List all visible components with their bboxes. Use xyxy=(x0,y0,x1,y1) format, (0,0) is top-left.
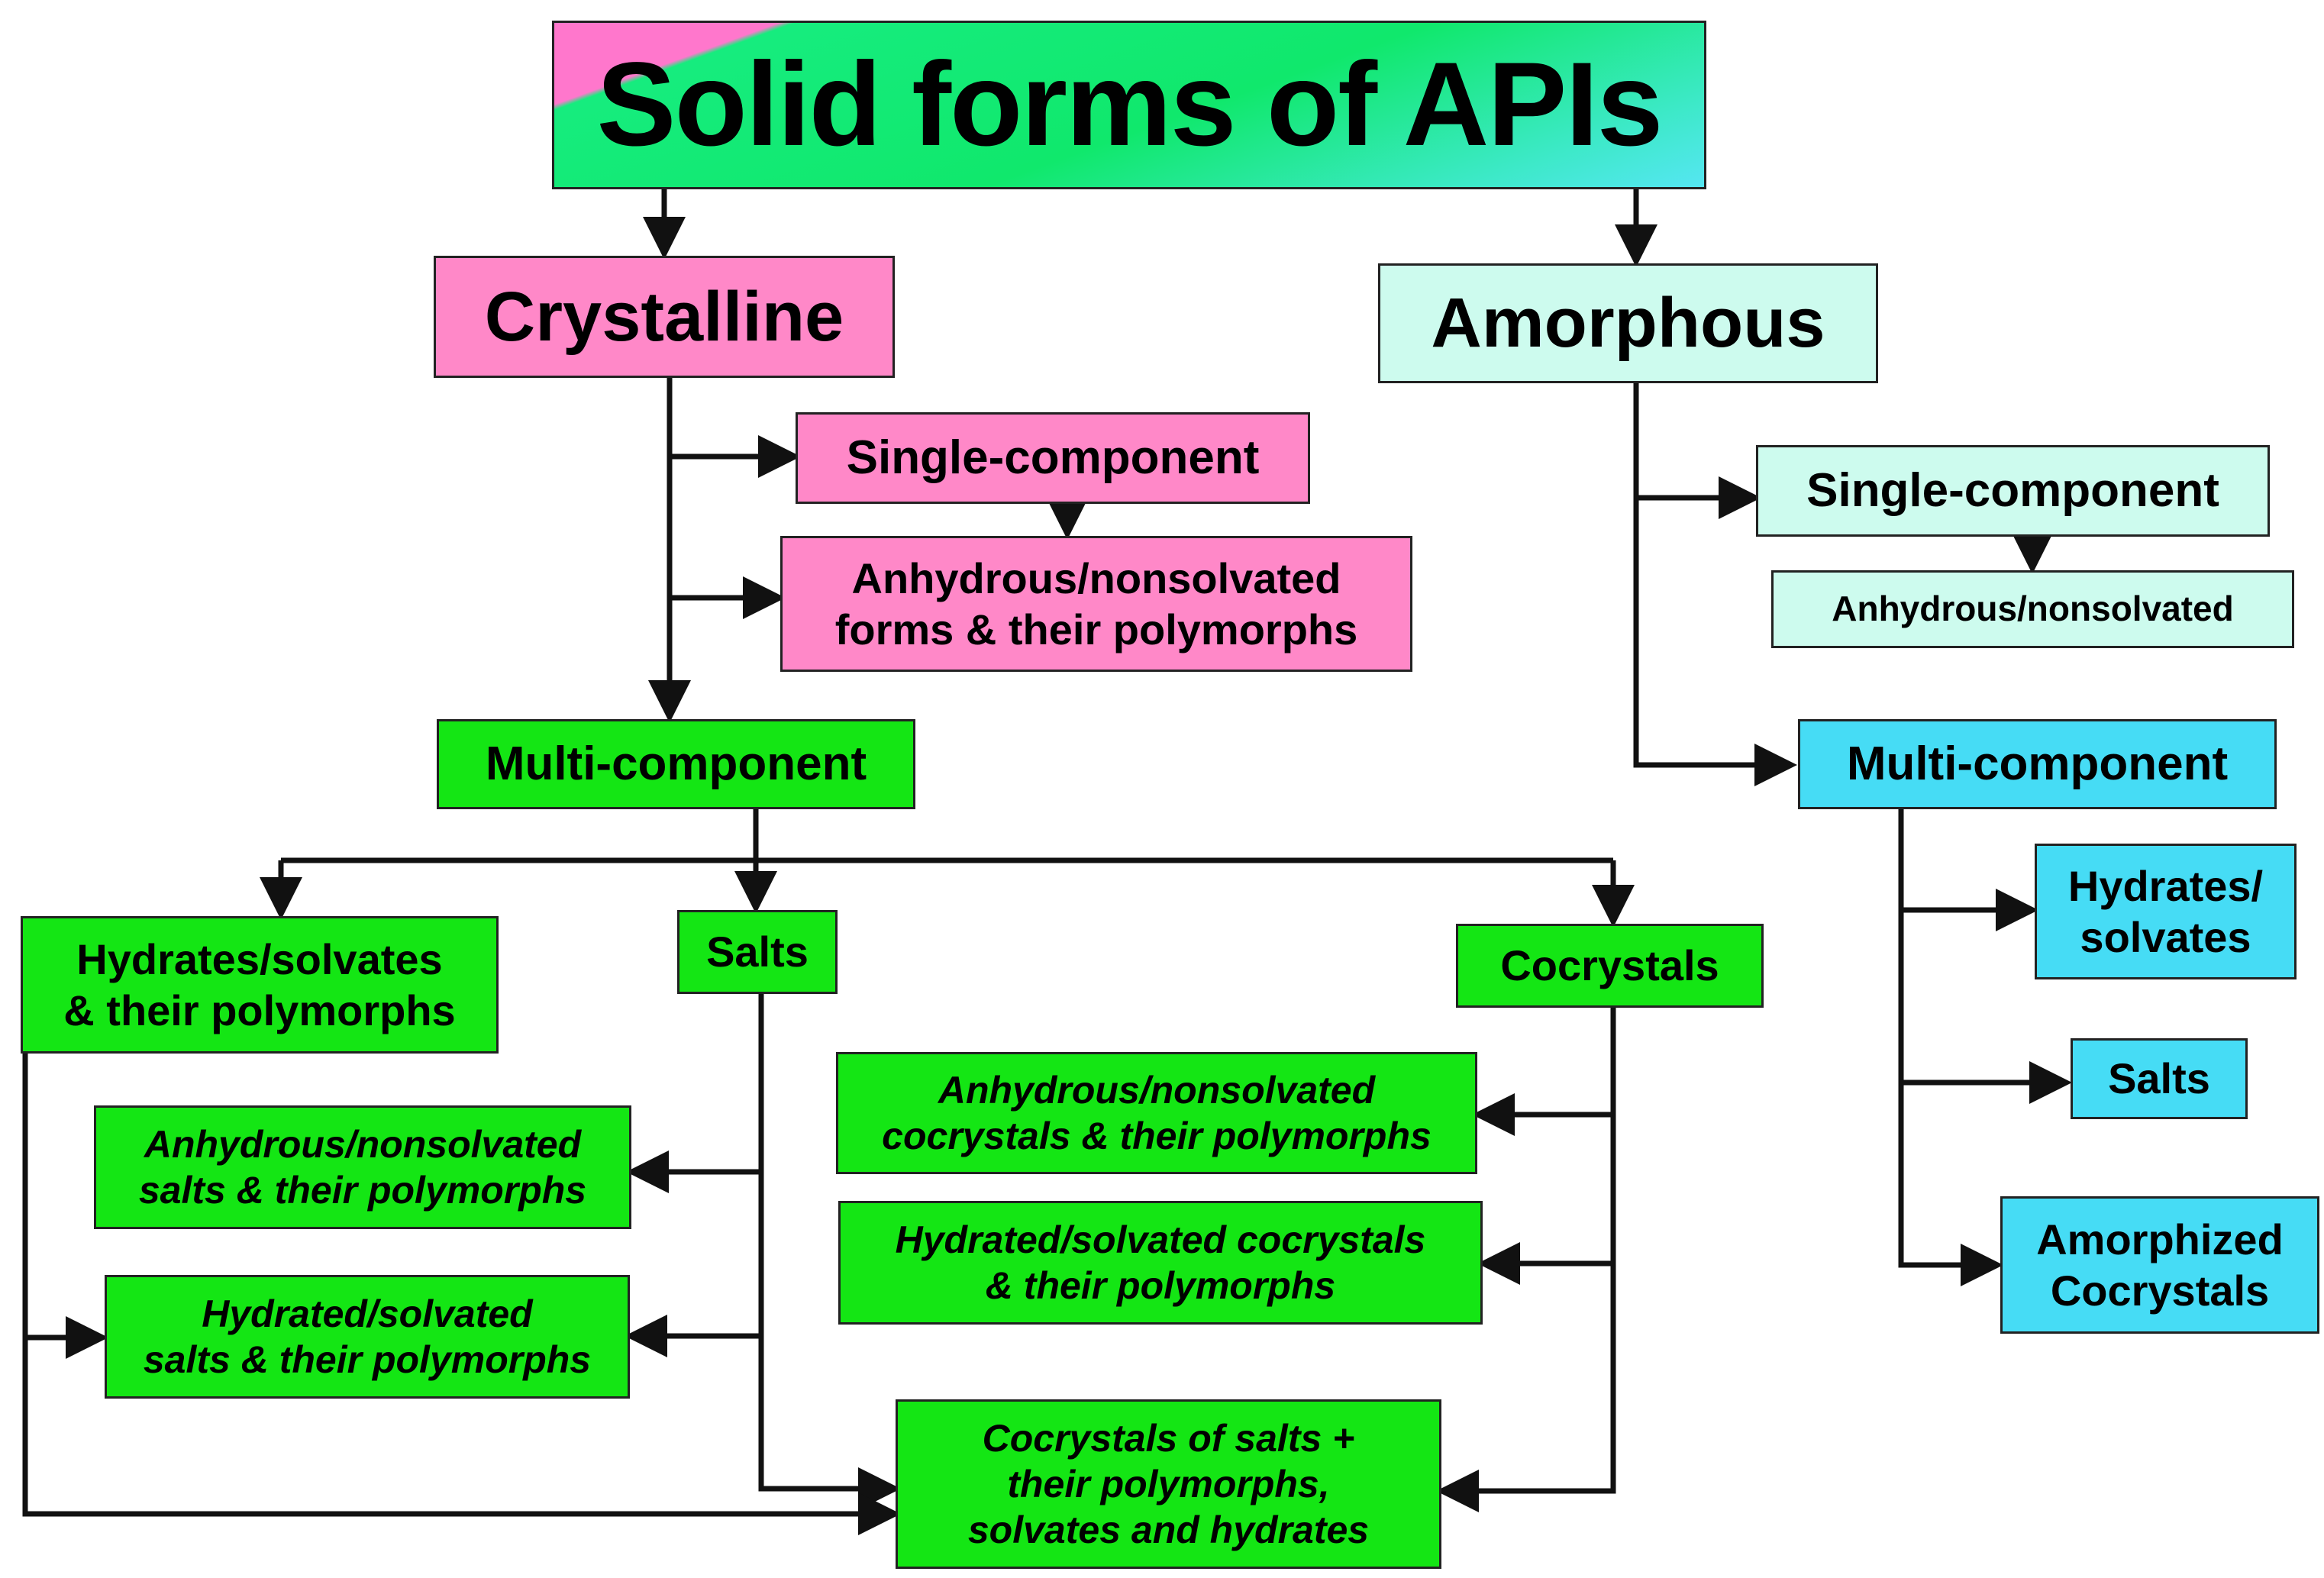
amorphous-single-component-box: Single-component xyxy=(1756,445,2270,537)
hydrated-cocrystals-box: Hydrated/solvated cocrystals & their pol… xyxy=(838,1201,1483,1325)
crystalline-multi-component-box: Multi-component xyxy=(437,719,915,809)
amorphous-salts-box: Salts xyxy=(2071,1038,2248,1119)
title-text: Solid forms of APIs xyxy=(596,37,1663,171)
cocrystals-of-salts-box: Cocrystals of salts + their polymorphs, … xyxy=(896,1399,1441,1569)
anhydrous-cocrystals-box: Anhydrous/nonsolvated cocrystals & their… xyxy=(836,1052,1477,1174)
amorphous-trunk xyxy=(1633,382,1797,786)
amorphous-anhydrous-box: Anhydrous/nonsolvated xyxy=(1771,570,2294,648)
amorphous-box: Amorphous xyxy=(1378,263,1878,383)
crystalline-anhydrous-forms-box: Anhydrous/nonsolvated forms & their poly… xyxy=(780,536,1412,672)
diagram-title: Solid forms of APIs xyxy=(552,21,1706,189)
crystalline-box: Crystalline xyxy=(434,256,895,378)
amorph-multi-trunk xyxy=(1898,809,2003,1286)
hydrates-trunk xyxy=(22,1052,901,1535)
hydrated-salts-box: Hydrated/solvated salts & their polymorp… xyxy=(105,1275,630,1399)
amorphous-hydrates-box: Hydrates/ solvates xyxy=(2035,844,2297,979)
cocrystals-trunk xyxy=(1436,1006,1616,1512)
salts-box: Salts xyxy=(677,910,838,994)
salts-trunk xyxy=(758,992,901,1510)
cocrystals-box: Cocrystals xyxy=(1456,924,1764,1008)
hydrates-solvates-box: Hydrates/solvates & their polymorphs xyxy=(21,916,499,1054)
amorphized-cocrystals-box: Amorphized Cocrystals xyxy=(2000,1196,2319,1334)
amorphous-multi-component-box: Multi-component xyxy=(1798,719,2277,809)
crystalline-single-component-box: Single-component xyxy=(796,412,1310,504)
anhydrous-salts-box: Anhydrous/nonsolvated salts & their poly… xyxy=(94,1105,631,1229)
